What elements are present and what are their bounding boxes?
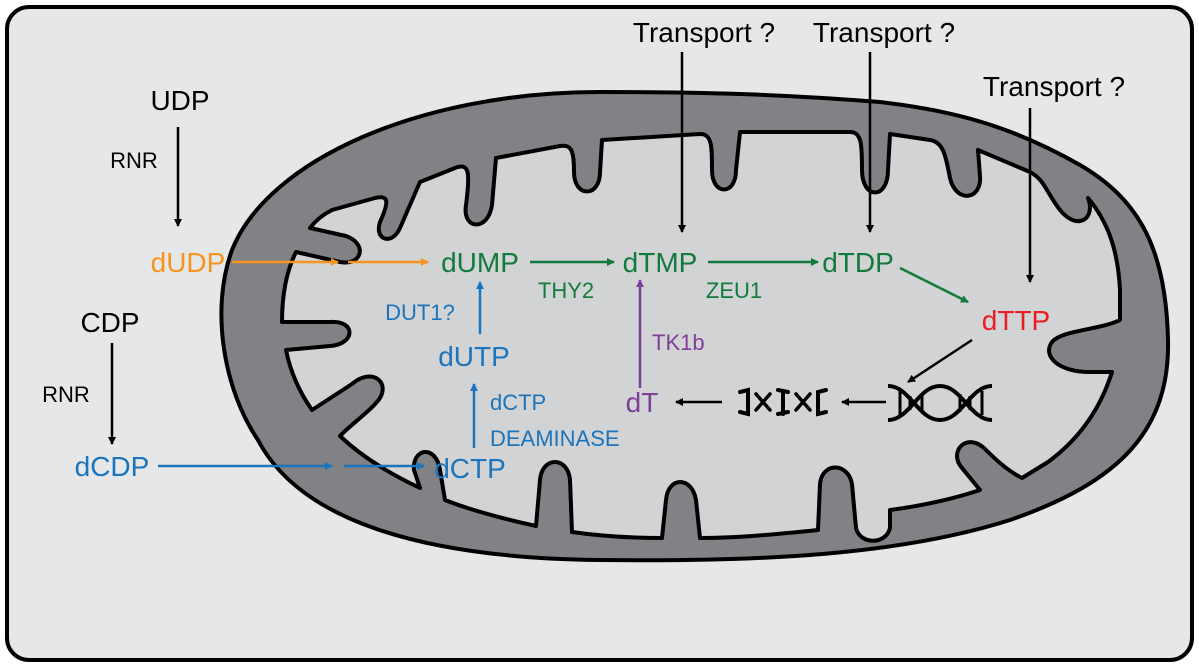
label-dut1: DUT1? bbox=[385, 300, 455, 325]
label-transport-2: Transport ? bbox=[813, 17, 955, 48]
label-dttp: dTTP bbox=[982, 305, 1050, 336]
mitochondrion-matrix bbox=[280, 130, 1122, 543]
label-dtdp: dTDP bbox=[822, 247, 894, 278]
label-transport-1: Transport ? bbox=[633, 17, 775, 48]
dna-fragment-icons bbox=[738, 387, 828, 417]
label-dctp: dCTP bbox=[434, 453, 506, 484]
label-dctp-deaminase-line2: DEAMINASE bbox=[490, 426, 620, 451]
label-dutp: dUTP bbox=[438, 341, 510, 372]
label-dctp-deaminase-line1: dCTP bbox=[490, 390, 546, 415]
arrow-dtdp-to-dttp bbox=[899, 266, 969, 304]
label-dump: dUMP bbox=[441, 247, 519, 278]
label-transport-3: Transport ? bbox=[983, 71, 1125, 102]
label-thy2: THY2 bbox=[538, 278, 594, 303]
label-tk1b: TK1b bbox=[652, 330, 705, 355]
label-dudp: dUDP bbox=[151, 247, 226, 278]
dna-helix-icon bbox=[887, 383, 993, 423]
label-udp: UDP bbox=[150, 85, 209, 116]
label-dt: dT bbox=[626, 387, 659, 418]
label-rnr-top: RNR bbox=[110, 148, 158, 173]
label-zeu1: ZEU1 bbox=[706, 278, 762, 303]
label-dtmp: dTMP bbox=[623, 247, 698, 278]
arrow-dttp-to-dna bbox=[907, 338, 973, 384]
label-dcdp: dCDP bbox=[75, 451, 150, 482]
label-cdp: CDP bbox=[80, 307, 139, 338]
label-rnr-bottom: RNR bbox=[42, 382, 90, 407]
